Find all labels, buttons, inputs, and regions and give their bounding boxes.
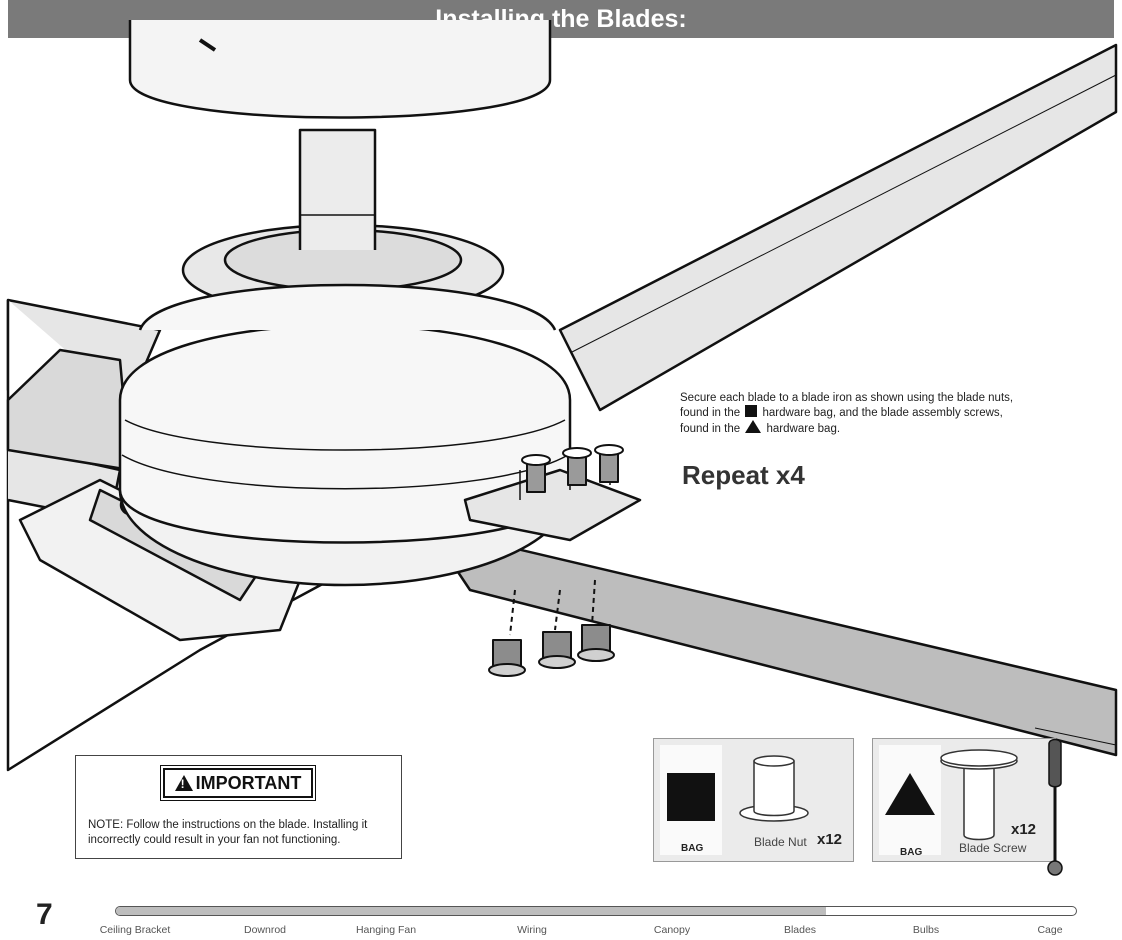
progress-step-label: Hanging Fan — [355, 924, 417, 936]
triangle-symbol-icon — [885, 773, 935, 815]
bag-label: BAG — [681, 843, 704, 854]
progress-step-label: Blades — [783, 924, 817, 936]
blade-nut-label: Blade Nut — [754, 835, 807, 849]
instruction-line: found in the hardware bag. — [680, 420, 1060, 436]
page-number: 7 — [36, 898, 53, 931]
blade-screw-label: Blade Screw — [959, 841, 1027, 855]
installation-instructions: Secure each blade to a blade iron as sho… — [680, 391, 1060, 436]
progress-fill — [116, 907, 827, 915]
bag-graphic — [879, 745, 941, 855]
repeat-label: Repeat x4 — [682, 460, 805, 490]
square-symbol-icon — [667, 773, 715, 821]
installation-progress-bar — [115, 906, 1077, 916]
screwdriver-icon — [1047, 738, 1063, 876]
progress-step-label: Bulbs — [912, 924, 940, 936]
blade-nut-hardware-card: BAG Blade Nut x12 — [653, 738, 854, 862]
instruction-line: found in the hardware bag, and the blade… — [680, 405, 1060, 420]
instruction-text: found in the — [680, 407, 741, 419]
square-bag-icon — [745, 405, 758, 417]
progress-step-label: Wiring — [517, 924, 547, 936]
important-badge-label: IMPORTANT — [195, 772, 302, 793]
blade-screw-quantity: x12 — [1011, 821, 1037, 838]
progress-step-label: Ceiling Bracket — [99, 924, 171, 936]
important-note-text: NOTE: Follow the instructions on the bla… — [88, 819, 368, 846]
progress-step-label: Canopy — [653, 924, 691, 936]
important-badge: IMPORTANT — [160, 765, 316, 801]
blade-nut-quantity: x12 — [817, 831, 843, 848]
important-notice: IMPORTANT NOTE: Follow the instructions … — [75, 755, 402, 859]
instruction-text: hardware bag, and the blade assembly scr… — [762, 407, 1003, 419]
triangle-bag-icon — [745, 420, 762, 433]
fan-blade-illustration — [6, 20, 1118, 772]
warning-icon — [174, 775, 193, 791]
instruction-text: hardware bag. — [766, 423, 841, 435]
blade-nut-icon — [739, 755, 809, 822]
blade-screw-icon — [940, 749, 1018, 841]
bag-graphic — [660, 745, 722, 855]
instruction-line: Secure each blade to a blade iron as sho… — [680, 392, 1014, 404]
bag-label: BAG — [900, 847, 923, 858]
blade-screw-hardware-card: BAG Blade Screw x12 — [872, 738, 1056, 862]
instruction-text: found in the — [680, 423, 741, 435]
progress-step-label: Downrod — [243, 924, 287, 936]
progress-step-label: Cage — [1037, 924, 1063, 936]
